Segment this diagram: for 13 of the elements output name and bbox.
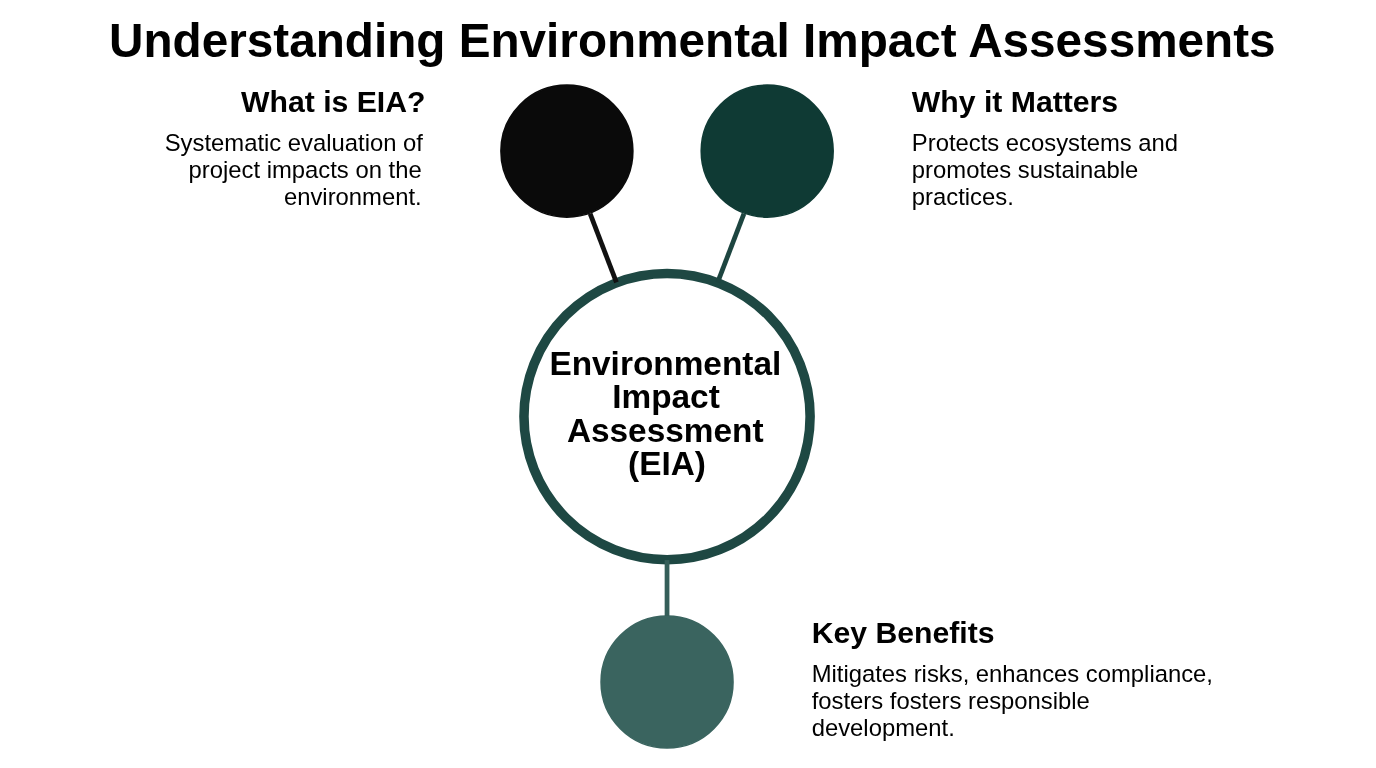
node-label: Protects ecosystems and promotes sustainable practices. [911, 129, 1178, 211]
node-label: Why it Matters [911, 84, 1118, 118]
node-circle [599, 615, 734, 749]
diagram-title: Understanding Environmental Impact Assessments [108, 14, 1276, 68]
node-label: Key Benefits [811, 615, 995, 649]
node-label: Systematic evaluation of project impacts on the environment. [164, 129, 423, 211]
node-circle [499, 84, 634, 218]
node-circle: Environmental Impact Assessment (EIA) [518, 268, 815, 565]
node-circle [699, 84, 834, 218]
node-label: What is EIA? [240, 84, 426, 118]
node-label: Mitigates risks, enhances compliance, fosters fosters responsible development. [811, 660, 1213, 742]
connector [664, 560, 669, 616]
connector [587, 212, 619, 284]
